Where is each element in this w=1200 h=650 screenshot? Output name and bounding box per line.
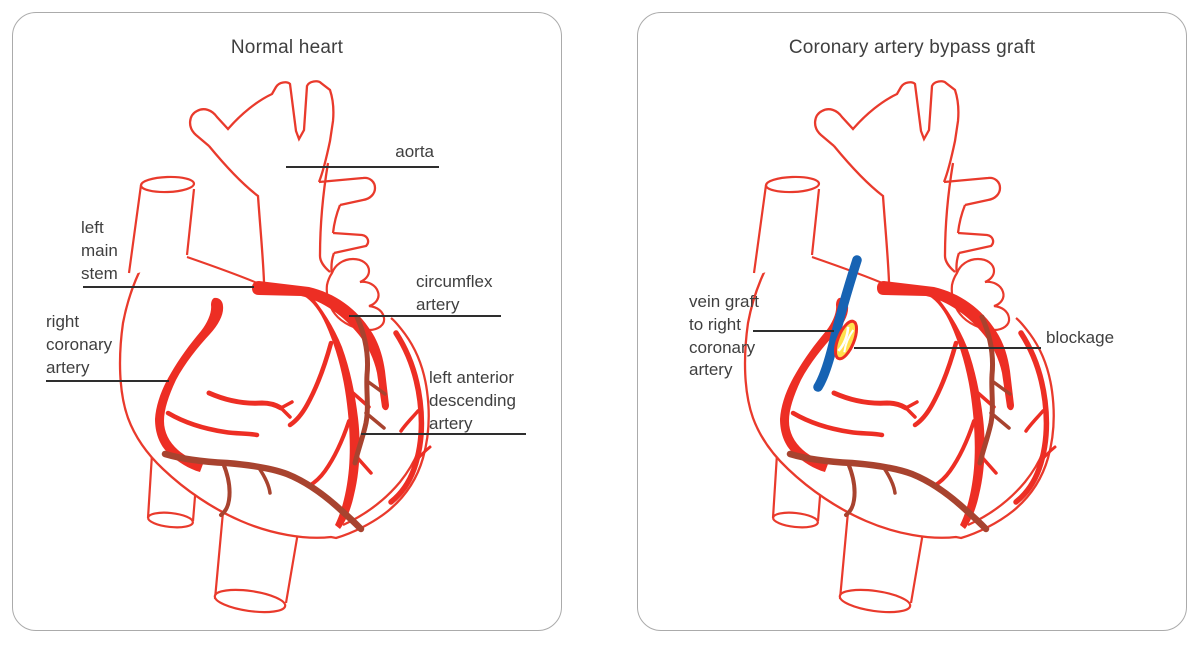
label-left-main-stem: left main stem: [81, 218, 118, 283]
bypass-graft-heart-drawing: [638, 13, 1189, 633]
leader-left-main-stem: [83, 286, 254, 288]
blockage-marker: [833, 319, 859, 361]
label-aorta: aorta: [395, 142, 434, 161]
panel-normal-heart: Normal heart aorta left main stem right …: [12, 12, 562, 631]
label-circumflex-artery: circumflex artery: [416, 272, 493, 314]
label-blockage: blockage: [1046, 328, 1115, 347]
panel-title: Coronary artery bypass graft: [788, 37, 1036, 58]
leader-vein-graft: [753, 330, 834, 332]
panel-bypass-graft: Coronary artery bypass graft vein graft …: [637, 12, 1187, 631]
label-left-anterior-descending-artery: left anterior descending artery: [429, 368, 516, 433]
leader-circumflex-artery: [349, 315, 501, 317]
vein-graft: [813, 255, 862, 392]
leader-left-anterior-descending-artery: [361, 433, 526, 435]
label-vein-graft: vein graft to right coronary artery: [689, 292, 759, 380]
panel-title: Normal heart: [230, 37, 344, 58]
leader-blockage: [854, 347, 1041, 349]
leader-right-coronary-artery: [46, 380, 169, 382]
leader-aorta: [286, 166, 439, 168]
label-right-coronary-artery: right coronary artery: [46, 312, 113, 377]
